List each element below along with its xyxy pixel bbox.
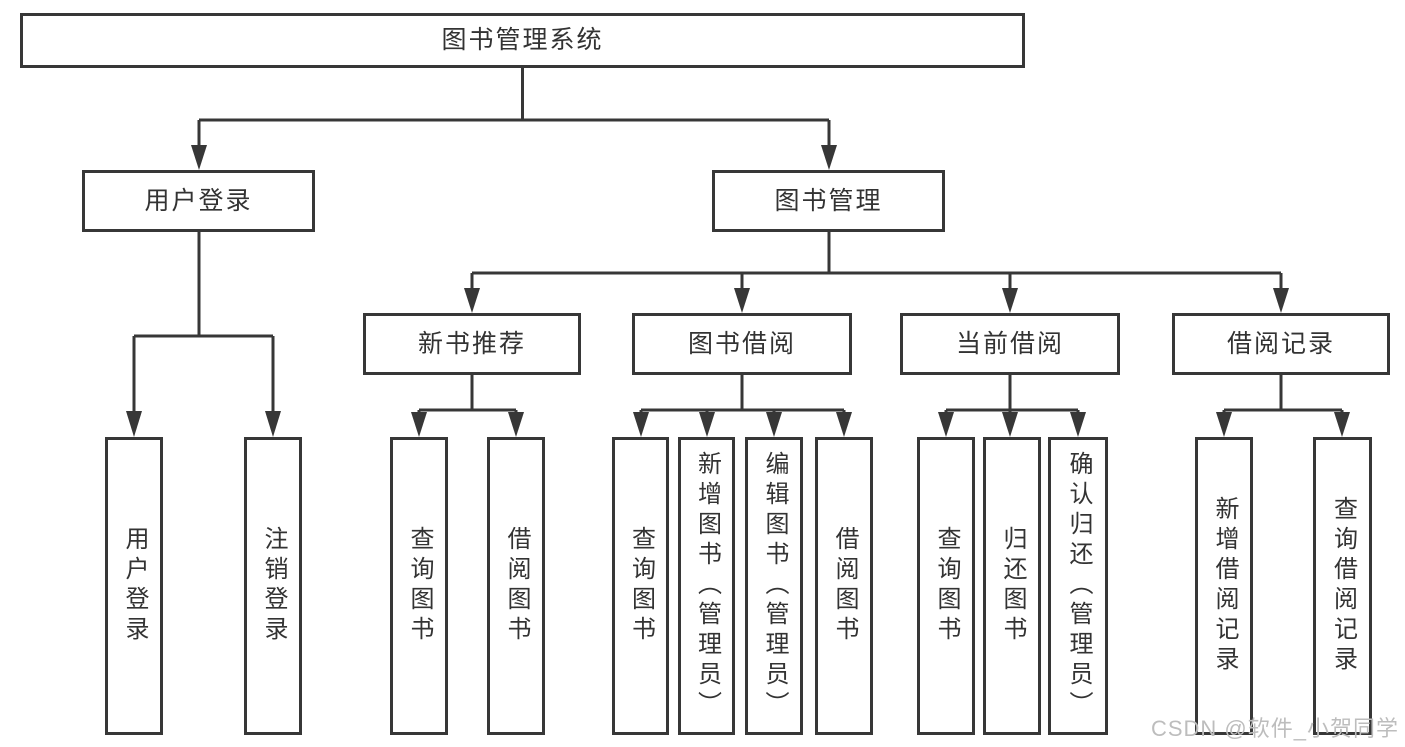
leaf-borrow-book-1: 借阅图书 <box>487 437 545 735</box>
leaf-logout: 注销登录 <box>244 437 302 735</box>
leaf-search-borrow-record: 查询借阅记录 <box>1313 437 1372 735</box>
node-label: 图书管理 <box>774 186 883 215</box>
leaf-search-book-3: 查询图书 <box>917 437 975 735</box>
node-label: 新书推荐 <box>417 329 526 358</box>
leaf-return-book: 归还图书 <box>983 437 1041 735</box>
node-label: 归还图书 <box>999 526 1026 646</box>
node-label: 注销登录 <box>260 526 287 646</box>
node-label: 当前借阅 <box>955 329 1064 358</box>
leaf-search-book-1: 查询图书 <box>390 437 448 735</box>
node-label: 用户登录 <box>121 526 148 646</box>
node-root: 图书管理系统 <box>20 13 1025 68</box>
leaf-confirm-return-admin: 确认归还（管理员） <box>1048 437 1108 735</box>
node-book-management: 图书管理 <box>712 170 945 232</box>
node-label: 确认归还（管理员） <box>1065 451 1092 721</box>
leaf-add-book-admin: 新增图书（管理员） <box>678 437 735 735</box>
node-label: 借阅记录 <box>1226 329 1335 358</box>
watermark: CSDN @软件_小贺同学 <box>1150 716 1399 741</box>
node-label: 借阅图书 <box>503 526 530 646</box>
node-label: 新增图书（管理员） <box>693 451 721 721</box>
node-label: 图书管理系统 <box>441 26 604 54</box>
leaf-user-login: 用户登录 <box>105 437 163 735</box>
node-current-borrow: 当前借阅 <box>900 313 1120 375</box>
node-label: 编辑图书（管理员） <box>761 451 788 721</box>
node-label: 新增借阅记录 <box>1211 496 1238 676</box>
node-label: 查询图书 <box>933 526 960 646</box>
leaf-search-book-2: 查询图书 <box>612 437 669 735</box>
node-user-login: 用户登录 <box>82 170 315 232</box>
node-borrow-records: 借阅记录 <box>1172 313 1390 375</box>
node-label: 查询借阅记录 <box>1329 496 1357 676</box>
node-label: 查询图书 <box>627 526 655 646</box>
leaf-edit-book-admin: 编辑图书（管理员） <box>745 437 803 735</box>
node-book-borrow: 图书借阅 <box>632 313 852 375</box>
node-label: 查询图书 <box>406 526 433 646</box>
node-new-book-recommend: 新书推荐 <box>363 313 581 375</box>
node-label: 借阅图书 <box>831 526 858 646</box>
leaf-borrow-book-2: 借阅图书 <box>815 437 873 735</box>
leaf-add-borrow-record: 新增借阅记录 <box>1195 437 1253 735</box>
node-label: 图书借阅 <box>687 329 796 358</box>
node-label: 用户登录 <box>144 186 253 215</box>
